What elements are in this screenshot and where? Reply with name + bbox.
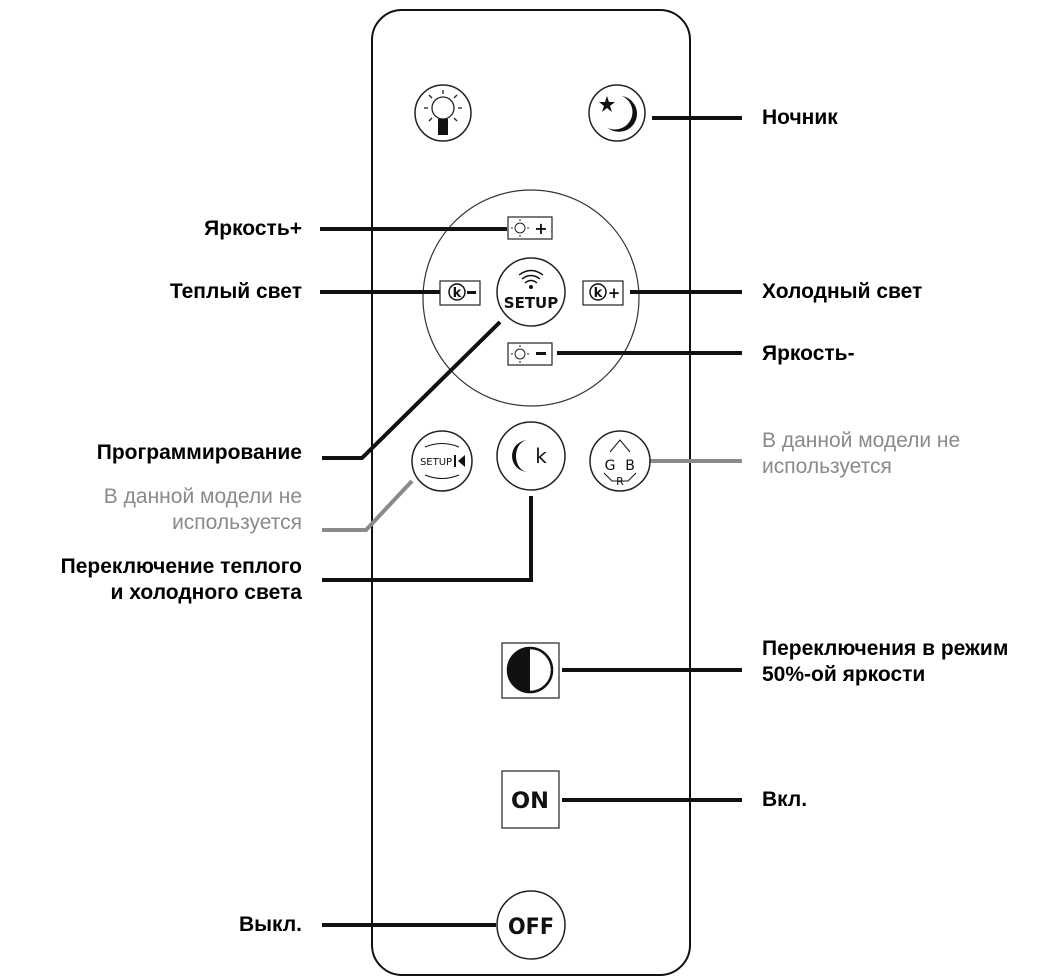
setup-small-label: SETUP bbox=[420, 457, 452, 468]
label-off: Выкл. bbox=[238, 913, 302, 936]
label-half-brightness-line1: Переключения в режим bbox=[762, 637, 1009, 660]
sun-minus-icon bbox=[511, 345, 529, 363]
label-warm-light: Теплый свет bbox=[169, 280, 302, 303]
svg-text:+: + bbox=[608, 284, 621, 302]
remote-body bbox=[371, 9, 691, 976]
on-button-label: ON bbox=[511, 789, 549, 814]
label-not-used-right-line1: В данной модели не bbox=[762, 429, 961, 452]
warm-cold-switch-button[interactable]: k bbox=[496, 421, 566, 491]
label-night-light: Ночник bbox=[762, 106, 838, 129]
label-programming: Программирование bbox=[96, 441, 302, 464]
leader-not-used-left bbox=[322, 479, 414, 532]
label-half-brightness-line2: 50%-ой яркости bbox=[762, 663, 926, 686]
setup-label: SETUP bbox=[504, 294, 558, 312]
label-brightness-down: Яркость- bbox=[762, 342, 855, 365]
off-button-label: OFF bbox=[508, 915, 554, 940]
label-not-used-left: В данной модели не используется bbox=[104, 484, 302, 536]
label-not-used-left-line2: используется bbox=[172, 511, 302, 534]
rgb-button[interactable]: G B R bbox=[589, 430, 651, 492]
moon-icon bbox=[512, 440, 528, 472]
label-switch-warm-cold-line2: и холодного света bbox=[110, 581, 302, 604]
half-circle-icon bbox=[508, 648, 530, 692]
leader-lines bbox=[320, 116, 742, 927]
rgb-r-label: R bbox=[616, 475, 624, 488]
label-not-used-right-line2: используется bbox=[762, 455, 892, 478]
rgb-g-label: G bbox=[605, 458, 616, 474]
k-label: k bbox=[535, 444, 547, 468]
label-not-used-left-line1: В данной модели не bbox=[103, 485, 302, 508]
rgb-b-label: B bbox=[625, 458, 635, 474]
setup-small-button[interactable]: SETUP bbox=[411, 430, 473, 492]
label-not-used-right: В данной модели не используется bbox=[762, 428, 960, 480]
warm-light-button[interactable]: k bbox=[439, 280, 481, 306]
label-brightness-up: Яркость+ bbox=[204, 217, 302, 240]
half-brightness-button[interactable] bbox=[501, 642, 560, 699]
on-button[interactable]: ON bbox=[501, 770, 560, 829]
night-light-button[interactable] bbox=[588, 84, 646, 142]
label-on: Вкл. bbox=[762, 788, 808, 811]
bulb-icon bbox=[424, 90, 462, 122]
label-half-brightness: Переключения в режим 50%-ой яркости bbox=[762, 636, 1008, 688]
svg-text:k: k bbox=[453, 286, 462, 301]
light-button[interactable] bbox=[414, 84, 472, 142]
sun-plus-icon bbox=[511, 219, 529, 237]
svg-text:k: k bbox=[594, 286, 603, 301]
label-switch-warm-cold: Переключение теплого и холодного света bbox=[61, 554, 302, 606]
leader-switch-warm-cold bbox=[322, 496, 533, 582]
brightness-down-button[interactable] bbox=[507, 342, 553, 366]
label-cold-light: Холодный свет bbox=[762, 280, 923, 303]
leader-lines-gray bbox=[322, 459, 742, 532]
setup-button[interactable]: SETUP bbox=[496, 257, 566, 327]
svg-text:+: + bbox=[534, 219, 547, 238]
moon-star-icon bbox=[599, 96, 637, 132]
cold-light-button[interactable]: k + bbox=[582, 280, 624, 306]
brightness-up-button[interactable]: + bbox=[507, 216, 553, 240]
leader-programming bbox=[322, 320, 502, 460]
wifi-icon bbox=[518, 269, 544, 284]
label-switch-warm-cold-line1: Переключение теплого bbox=[60, 555, 302, 578]
off-button[interactable]: OFF bbox=[496, 890, 566, 960]
